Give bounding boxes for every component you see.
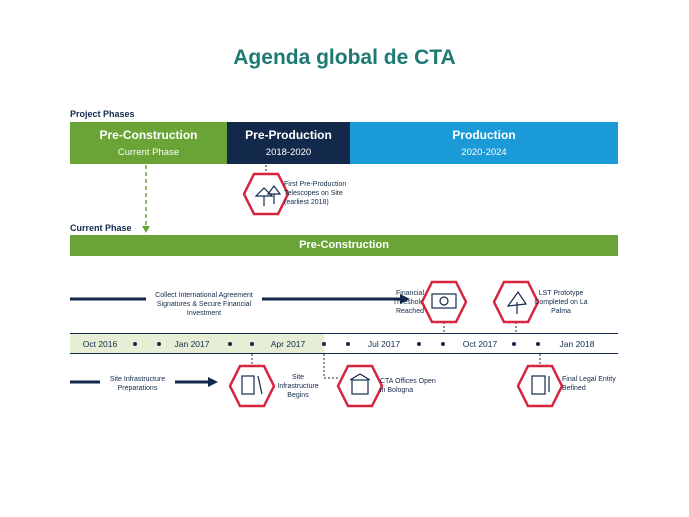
timeline-highlight: [70, 334, 324, 353]
timeline-dot: [536, 342, 540, 346]
timeline-dot: [133, 342, 137, 346]
project-phases-label: Project Phases: [70, 109, 135, 119]
phase-pre-production: Pre-Production 2018-2020: [227, 122, 350, 164]
milestone-preprod: First Pre-Production Telescopes on Site …: [284, 181, 347, 206]
tick-label: Jul 2017: [367, 339, 401, 349]
telescope-icon: [242, 172, 290, 216]
current-phase-label: Current Phase: [70, 223, 132, 233]
phase-production: Production 2020-2024: [350, 122, 618, 164]
money-icon: [420, 280, 468, 324]
tick-label: Jan 2017: [174, 339, 210, 349]
current-phase-bar: Pre-Construction: [70, 235, 618, 256]
timeline-dot: [250, 342, 254, 346]
timeline-dot: [441, 342, 445, 346]
event-collect: Collect International Agreement Signatur…: [155, 292, 253, 317]
timeline-dot: [417, 342, 421, 346]
event-site-begins: Site Infrastructure Begins: [277, 374, 319, 399]
event-site-prep: Site Infrastructure Preparations: [109, 376, 166, 392]
timeline-dot: [346, 342, 350, 346]
tick-label: Oct 2017: [462, 339, 498, 349]
phase-sub: Current Phase: [117, 147, 180, 158]
document-icon: [516, 364, 564, 408]
tick-label: Apr 2017: [270, 339, 306, 349]
event-lst: LST Prototype Completed on La Palma: [534, 290, 588, 315]
phase-name: Pre-Production: [245, 128, 332, 142]
timeline-dot: [228, 342, 232, 346]
timeline-line-top: [70, 333, 618, 334]
timeline-line-bottom: [70, 353, 618, 354]
phase-pre-construction: Pre-Construction Current Phase: [70, 122, 227, 164]
tick-label: Jan 2018: [559, 339, 595, 349]
tools-icon: [228, 364, 276, 408]
timeline-dot: [157, 342, 161, 346]
phase-sub: 2018-2020: [265, 147, 312, 158]
timeline-dot: [512, 342, 516, 346]
building-icon: [336, 364, 384, 408]
phase-name: Pre-Construction: [99, 128, 198, 142]
timeline-dot: [322, 342, 326, 346]
tick-label: Oct 2016: [82, 339, 118, 349]
event-financial: Financial Threshold Reached: [392, 290, 424, 315]
page-title: Agenda global de CTA: [233, 46, 456, 69]
lst-telescope-icon: [492, 280, 540, 324]
phase-sub: 2020-2024: [461, 147, 507, 158]
event-legal: Final Legal Entity Befined: [562, 376, 616, 392]
phase-name: Production: [452, 128, 516, 142]
event-cta-offices: CTA Offices Open in Bologna: [380, 378, 436, 394]
